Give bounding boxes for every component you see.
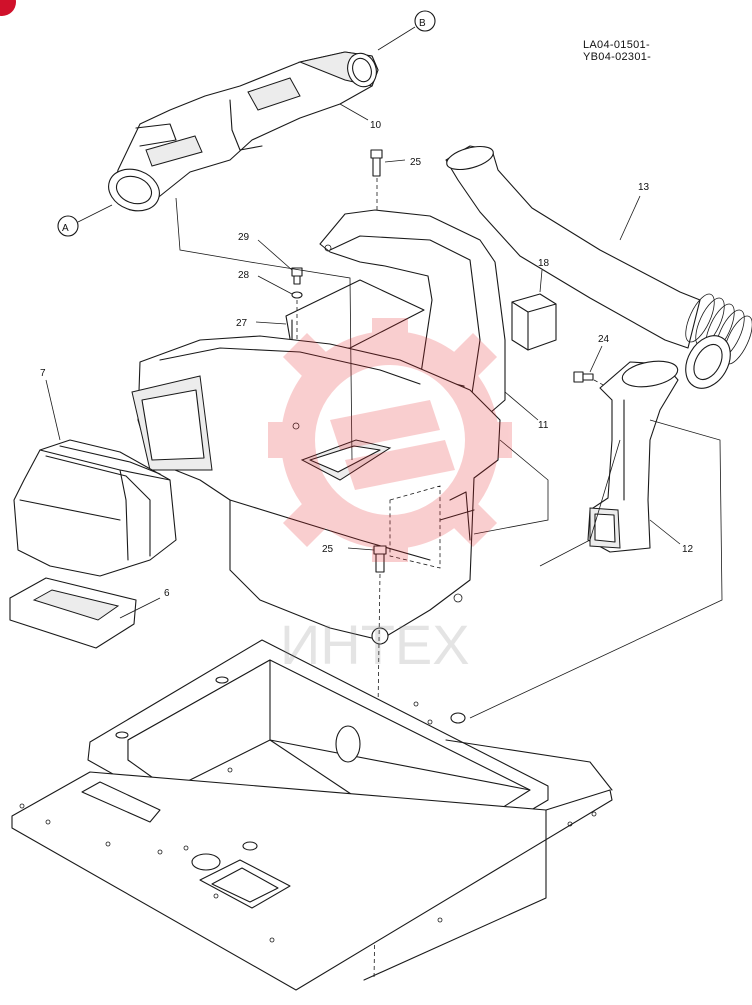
- assembly-guide-lines: [175, 197, 723, 719]
- hose-13: 13: [445, 145, 752, 389]
- duct-12: 12: [587, 360, 694, 555]
- watermark-text: ИНТЕХ: [280, 613, 470, 676]
- seal-6: 6: [9, 577, 170, 649]
- watermark-gear-icon: [268, 318, 512, 562]
- part-label-18: 18: [538, 258, 550, 269]
- air-conditioner-unit: [131, 335, 501, 645]
- part-label-29: 29: [238, 232, 250, 243]
- serial-number-2: YB04-02301-: [583, 51, 651, 63]
- floor-frame: [11, 739, 613, 991]
- callout-b-label: B: [419, 18, 426, 29]
- watermark: ИНТЕХ: [268, 318, 512, 676]
- washer-28: 28: [238, 270, 303, 299]
- callout-b: B: [377, 10, 436, 51]
- part-label-10: 10: [370, 120, 382, 131]
- corner-badge: [0, 0, 16, 16]
- screw-29: 29: [238, 232, 303, 285]
- duct-10: [108, 51, 379, 212]
- part-label-27: 27: [236, 318, 248, 329]
- part-label-25-top: 25: [410, 157, 422, 168]
- pad-18: 18: [511, 258, 557, 351]
- part-label-7: 7: [40, 368, 46, 379]
- serial-number-1: LA04-01501-: [583, 39, 650, 51]
- duct-cover-7: 7: [13, 368, 177, 577]
- part-label-6: 6: [164, 588, 170, 599]
- callout-a-label: A: [62, 223, 69, 234]
- part-label-13: 13: [638, 182, 650, 193]
- callout-a: A: [57, 204, 113, 237]
- bolt-25-top: 25: [370, 149, 422, 210]
- part-label-24: 24: [598, 334, 610, 345]
- part-label-12: 12: [682, 544, 694, 555]
- part-label-25-mid: 25: [322, 544, 334, 555]
- part-label-28: 28: [238, 270, 250, 281]
- part-label-11: 11: [538, 420, 549, 431]
